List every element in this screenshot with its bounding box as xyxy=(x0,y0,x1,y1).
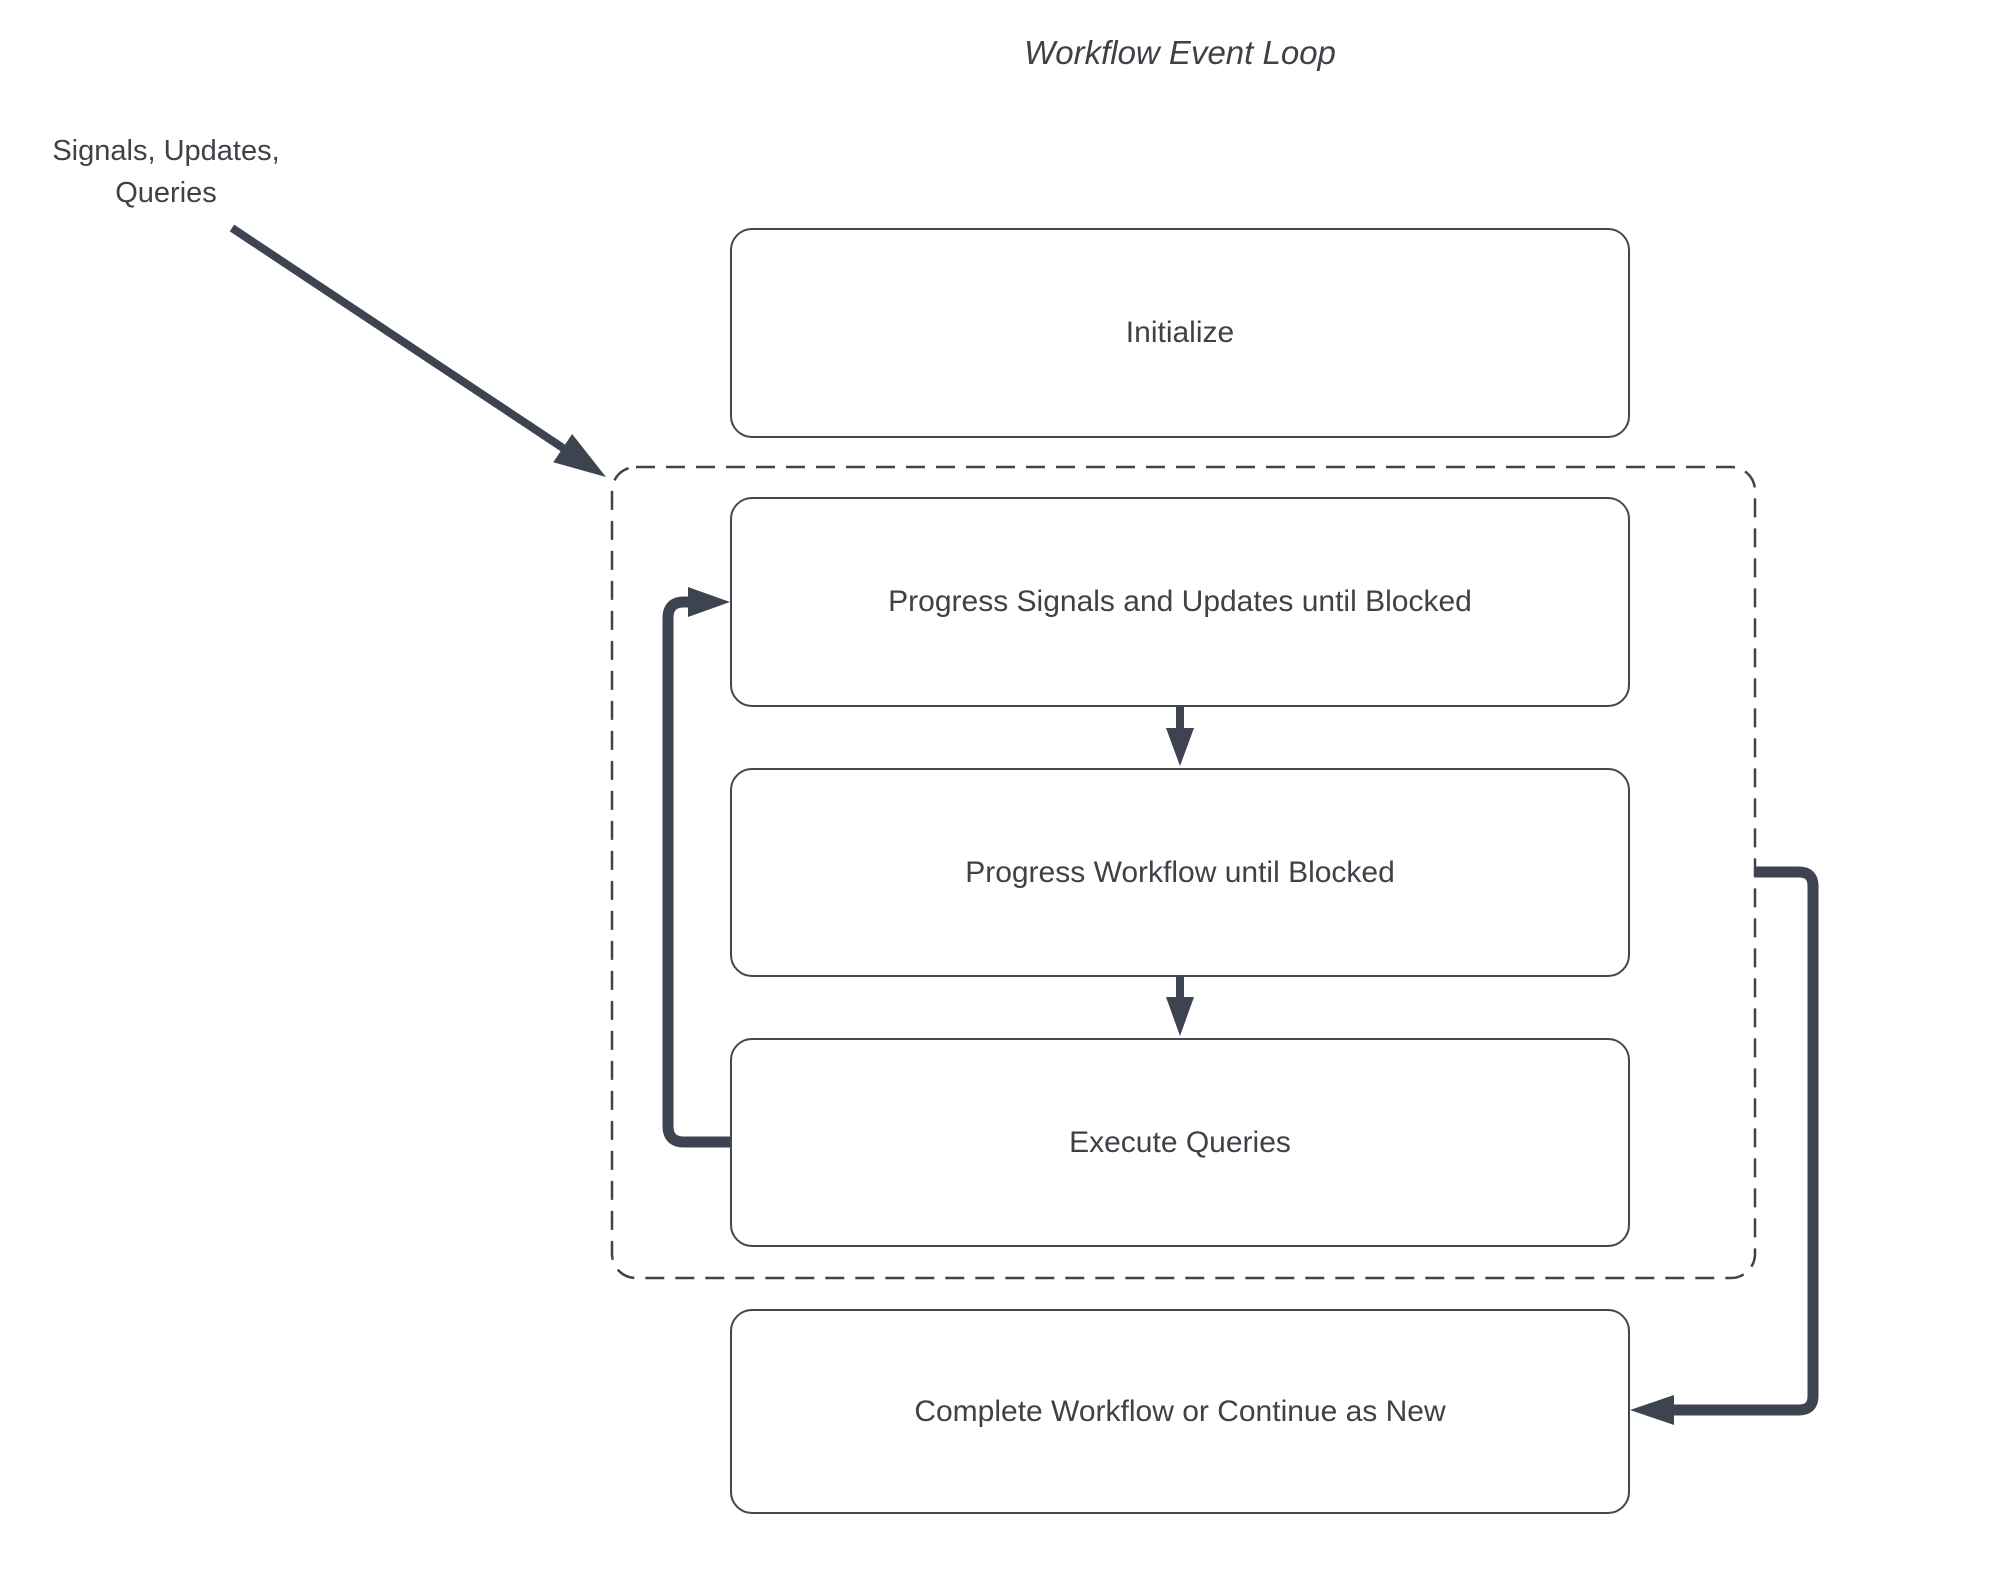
exit-arrow xyxy=(1630,866,1819,1425)
node-complete-or-continue-label: Complete Workflow or Continue as New xyxy=(914,1394,1446,1428)
node-progress-workflow: Progress Workflow until Blocked xyxy=(730,768,1630,977)
node-complete-or-continue: Complete Workflow or Continue as New xyxy=(730,1309,1630,1514)
node-execute-queries: Execute Queries xyxy=(730,1038,1630,1247)
diagram-title: Workflow Event Loop xyxy=(1024,34,1336,71)
node-progress-workflow-label: Progress Workflow until Blocked xyxy=(965,855,1395,889)
node-progress-signals-updates-label: Progress Signals and Updates until Block… xyxy=(888,585,1472,618)
external-input-label: Signals, Updates, Queries xyxy=(52,135,280,210)
down-arrow-2 xyxy=(1166,977,1194,1036)
loop-back-arrow xyxy=(662,587,730,1148)
node-progress-signals-updates: Progress Signals and Updates until Block… xyxy=(730,497,1630,707)
node-initialize-label: Initialize xyxy=(1125,316,1235,349)
external-input-arrow xyxy=(229,224,606,477)
node-execute-queries-label: Execute Queries xyxy=(1069,1125,1291,1159)
node-initialize: Initialize xyxy=(730,228,1630,438)
down-arrow-1 xyxy=(1166,707,1194,766)
